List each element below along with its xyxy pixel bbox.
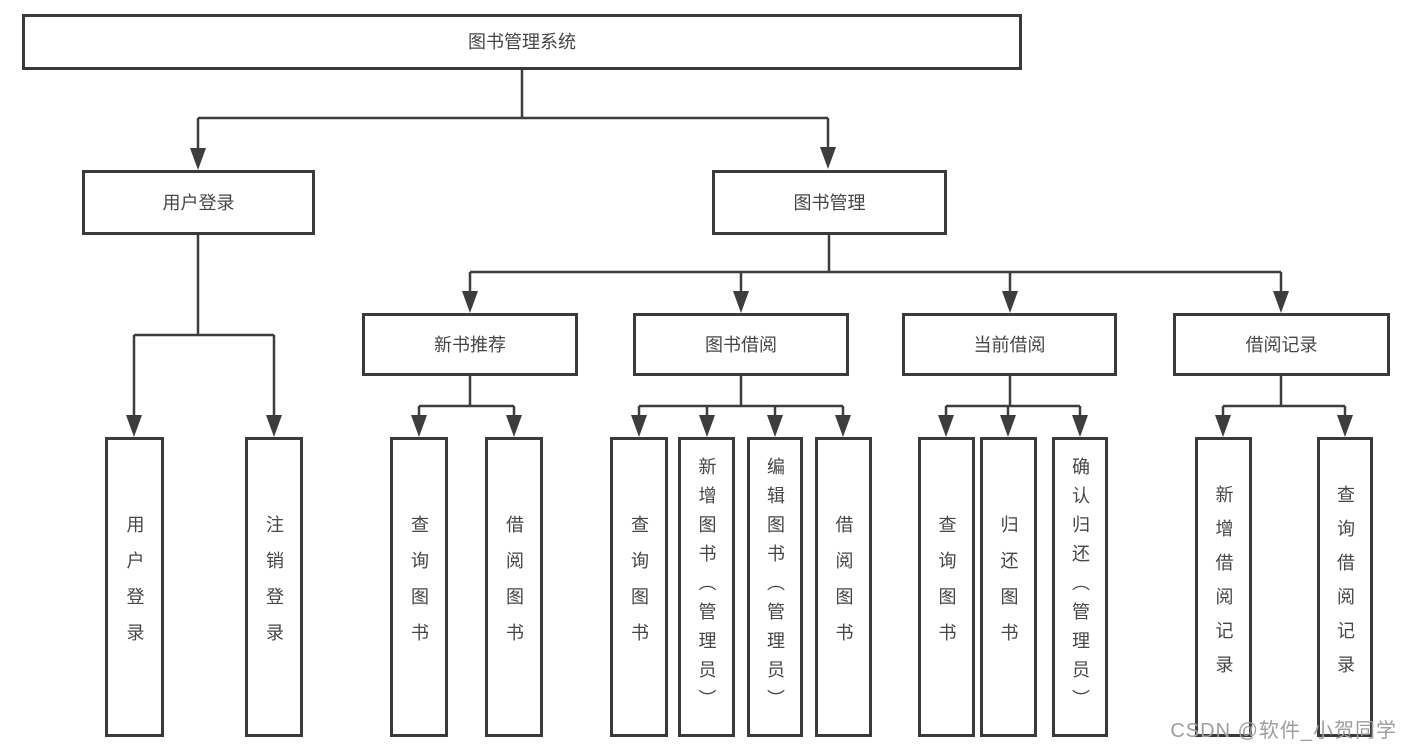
node-query-borrowing-record: 查询借阅记录 bbox=[1317, 437, 1373, 737]
csdn-watermark: CSDN @软件_小贺同学 bbox=[1170, 720, 1397, 742]
node-book-borrowing: 图书借阅 bbox=[633, 313, 849, 376]
edge-book-management bbox=[462, 235, 1289, 313]
node-logout-action: 注销登录 bbox=[245, 437, 303, 737]
node-user-login: 用户登录 bbox=[82, 170, 315, 235]
node-new-book-recommendation: 新书推荐 bbox=[362, 313, 578, 376]
node-borrowing-records: 借阅记录 bbox=[1173, 313, 1390, 376]
node-edit-books-admin: 编辑图书（管理员） bbox=[747, 437, 803, 737]
node-query-books-3: 查询图书 bbox=[918, 437, 975, 737]
edge-root bbox=[190, 70, 836, 170]
edge-user-login bbox=[126, 235, 282, 437]
node-add-books-admin: 新增图书（管理员） bbox=[678, 437, 735, 737]
edge-book-borrowing bbox=[631, 376, 851, 437]
node-borrow-books-2: 借阅图书 bbox=[815, 437, 872, 737]
node-add-borrowing-record: 新增借阅记录 bbox=[1195, 437, 1252, 737]
node-return-books: 归还图书 bbox=[980, 437, 1037, 737]
node-root: 图书管理系统 bbox=[22, 14, 1022, 70]
edge-new-book-recommendation bbox=[411, 376, 522, 437]
node-borrow-books-1: 借阅图书 bbox=[485, 437, 543, 737]
node-user-login-action: 用户登录 bbox=[105, 437, 164, 737]
node-confirm-return-admin: 确认归还（管理员） bbox=[1052, 437, 1108, 737]
node-book-management: 图书管理 bbox=[712, 170, 947, 235]
edge-borrowing-records bbox=[1215, 376, 1353, 437]
edge-current-borrowing bbox=[938, 376, 1088, 437]
node-query-books-1: 查询图书 bbox=[390, 437, 448, 737]
node-query-books-2: 查询图书 bbox=[610, 437, 668, 737]
node-current-borrowing: 当前借阅 bbox=[902, 313, 1117, 376]
